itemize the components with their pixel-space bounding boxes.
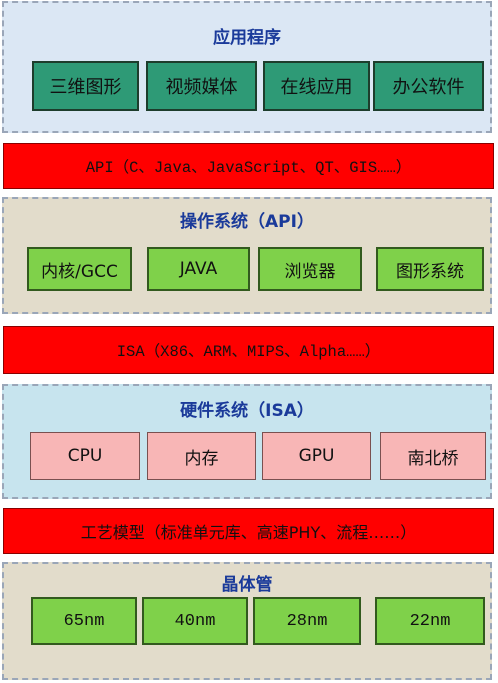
isa-bar: ISA（X86、ARM、MIPS、Alpha……） [3, 326, 494, 374]
os-java: JAVA [147, 247, 250, 291]
os-layer: 操作系统（API） 内核/GCC JAVA 浏览器 图形系统 [2, 197, 492, 314]
hw-cpu: CPU [30, 432, 140, 480]
node-28nm: 28nm [253, 597, 361, 645]
hw-memory: 内存 [147, 432, 256, 480]
api-bar: API（C、Java、JavaScript、QT、GIS……） [3, 143, 494, 189]
applications-title: 应用程序 [213, 28, 281, 48]
hw-gpu: GPU [262, 432, 371, 480]
node-65nm: 65nm [31, 597, 137, 645]
app-office: 办公软件 [373, 61, 484, 111]
app-video-media: 视频媒体 [146, 61, 257, 111]
os-kernel: 内核/GCC [27, 247, 132, 291]
app-online: 在线应用 [263, 61, 370, 111]
hardware-layer: 硬件系统（ISA） CPU 内存 GPU 南北桥 [2, 384, 492, 499]
os-graphics: 图形系统 [376, 247, 484, 291]
os-browser: 浏览器 [258, 247, 362, 291]
process-bar: 工艺模型（标准单元库、高速PHY、流程……） [3, 508, 494, 554]
applications-layer: 应用程序 三维图形 视频媒体 在线应用 办公软件 [2, 1, 492, 133]
hw-bridge: 南北桥 [380, 432, 486, 480]
node-22nm: 22nm [375, 597, 485, 645]
transistor-layer: 晶体管 65nm 40nm 28nm 22nm [2, 562, 492, 680]
os-title: 操作系统（API） [180, 212, 314, 232]
app-3d-graphics: 三维图形 [32, 61, 139, 111]
transistor-title: 晶体管 [221, 575, 273, 595]
node-40nm: 40nm [142, 597, 248, 645]
hardware-title: 硬件系统（ISA） [180, 401, 314, 421]
